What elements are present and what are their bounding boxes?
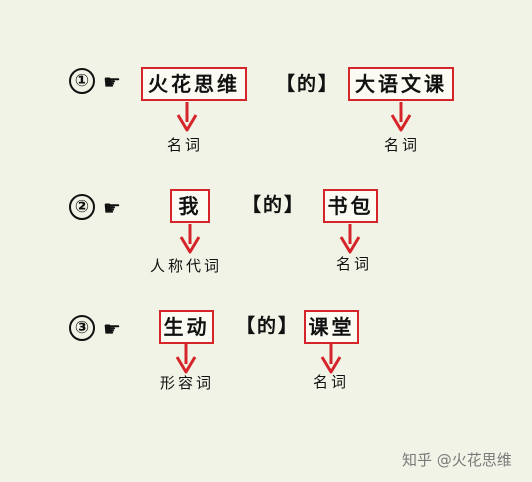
word-box: 大语文课 — [348, 67, 454, 101]
pointing-hand-icon: ☛ — [103, 70, 121, 94]
down-arrow-icon — [339, 224, 361, 254]
part-of-speech-label: 名词 — [167, 136, 204, 154]
connector-de: 【的】 — [276, 73, 340, 95]
word-box: 火花思维 — [141, 67, 247, 101]
pointing-hand-icon: ☛ — [103, 317, 121, 341]
word-box: 生动 — [159, 310, 214, 344]
down-arrow-icon — [176, 102, 198, 132]
down-arrow-icon — [179, 224, 201, 254]
part-of-speech-label: 名词 — [336, 255, 373, 273]
part-of-speech-label: 名词 — [384, 136, 421, 154]
row-number: ② — [69, 194, 95, 220]
row-number: ① — [69, 68, 95, 94]
down-arrow-icon — [320, 344, 342, 374]
connector-de: 【的】 — [242, 194, 306, 216]
connector-de: 【的】 — [236, 315, 300, 337]
part-of-speech-label: 名词 — [313, 373, 350, 391]
down-arrow-icon — [390, 102, 412, 132]
word-box: 我 — [170, 189, 210, 223]
down-arrow-icon — [175, 344, 197, 374]
word-box: 书包 — [323, 189, 378, 223]
pointing-hand-icon: ☛ — [103, 196, 121, 220]
row-number: ③ — [69, 315, 95, 341]
watermark: 知乎 @火花思维 — [402, 451, 512, 469]
part-of-speech-label: 人称代词 — [150, 257, 223, 275]
part-of-speech-label: 形容词 — [160, 374, 215, 392]
word-box: 课堂 — [304, 310, 359, 344]
